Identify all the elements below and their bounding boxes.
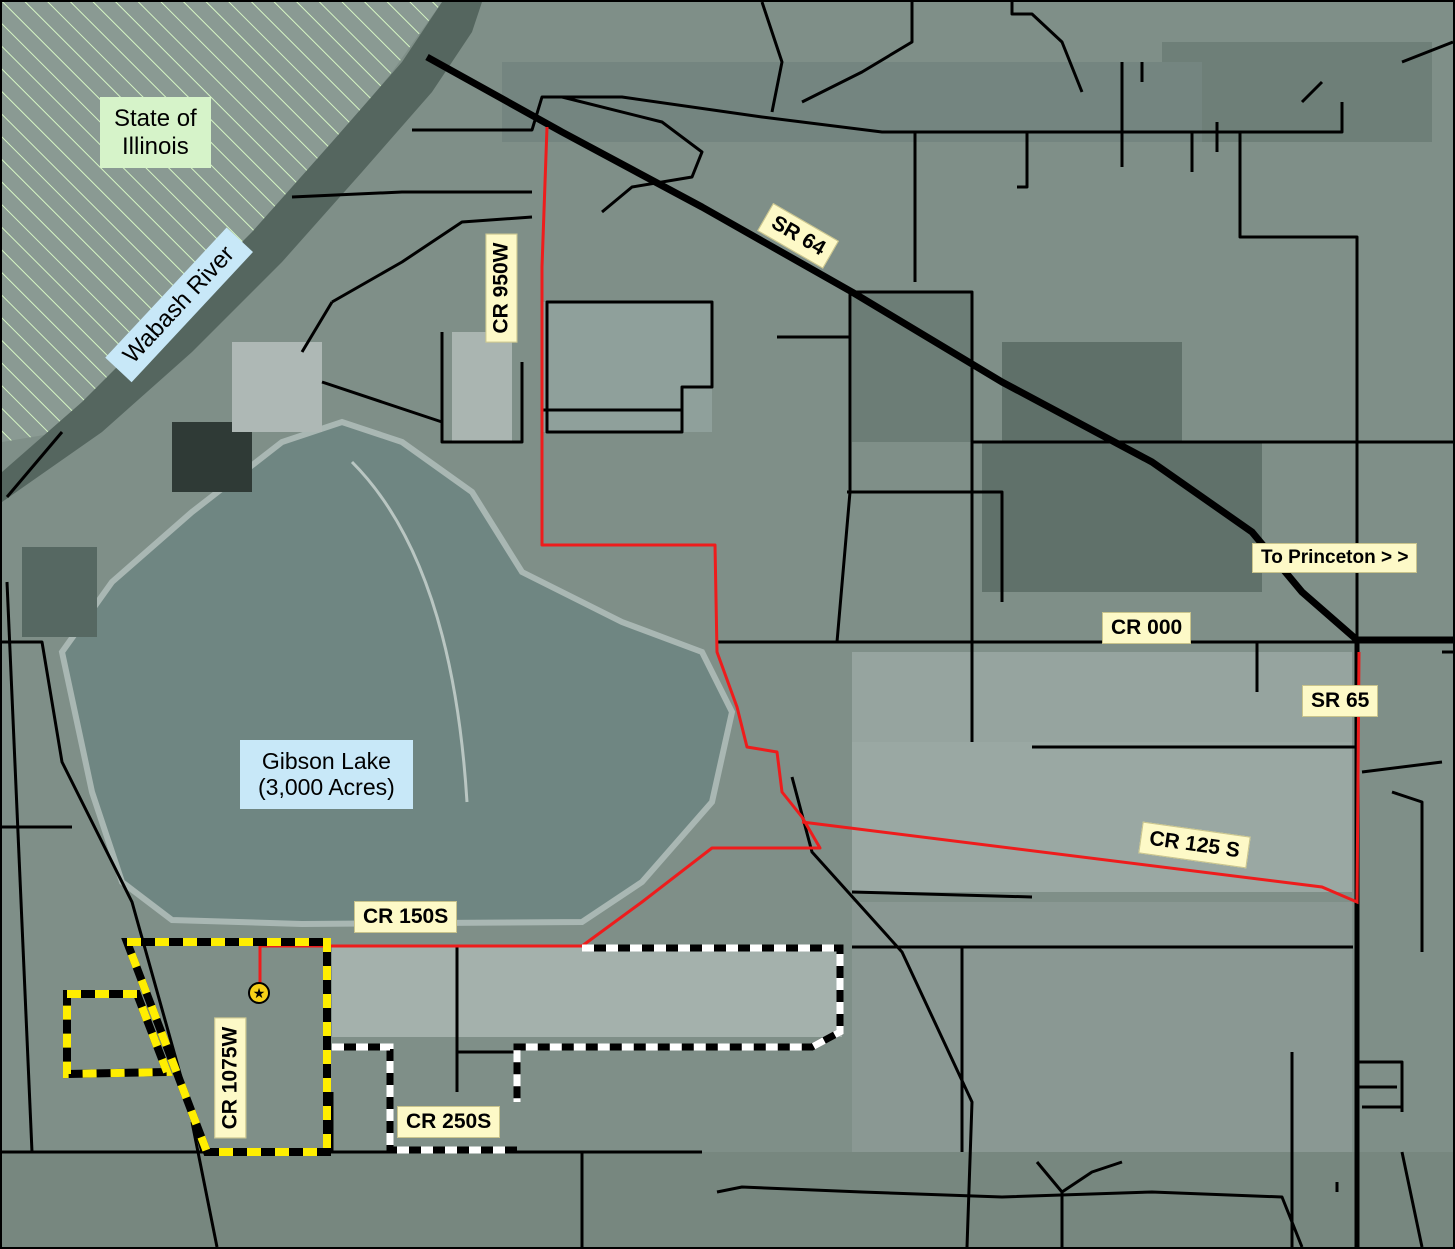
plant-structures <box>232 342 322 432</box>
illinois-label: State of Illinois <box>100 97 211 169</box>
gibson-lake-label: Gibson Lake (3,000 Acres) <box>240 740 413 809</box>
cr1075w-label: CR 1075W <box>214 1017 247 1139</box>
haul-route <box>258 126 822 994</box>
cr250s-label: CR 250S <box>397 1106 501 1139</box>
property-white-boundary <box>332 944 844 1154</box>
cr000-label: CR 000 <box>1102 612 1192 645</box>
coal-pile <box>172 422 252 492</box>
plant-ponds <box>452 332 512 442</box>
property-yellow-boundary <box>63 938 331 1156</box>
cr950w-label: CR 950W <box>485 233 518 343</box>
gibson-lake <box>62 422 732 924</box>
cr125s-route <box>801 651 1361 905</box>
settling-pond <box>22 547 97 637</box>
sr65-label: SR 65 <box>1302 685 1379 718</box>
cr150s-label: CR 150S <box>354 901 458 934</box>
lake-dike <box>350 460 469 803</box>
lake-levee <box>58 418 736 928</box>
princeton-label: To Princeton > > <box>1252 543 1418 573</box>
power-plant-icon: ★ <box>248 982 270 1004</box>
